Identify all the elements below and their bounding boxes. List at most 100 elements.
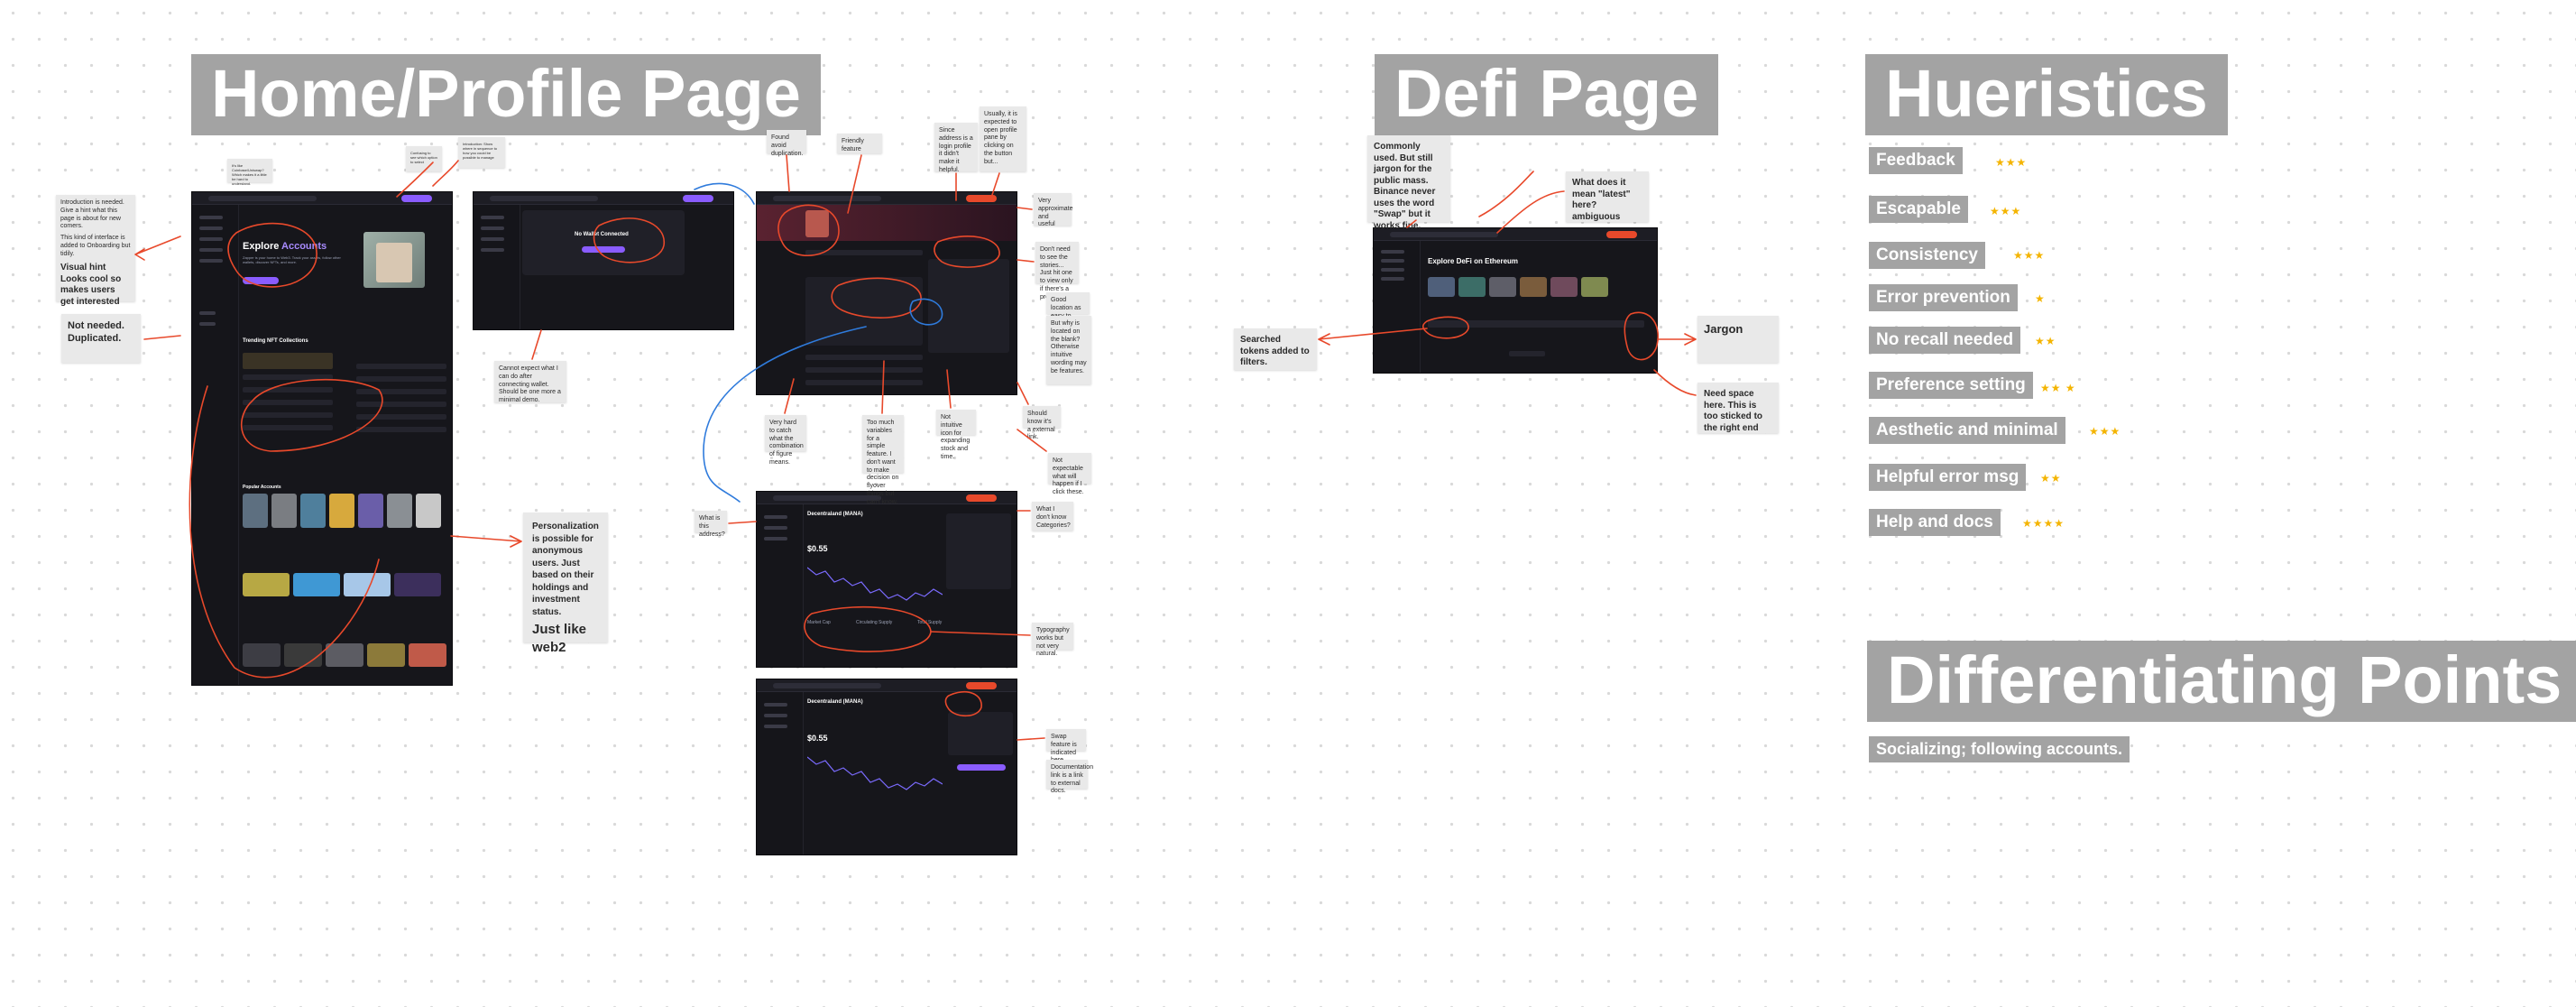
sidebar-item[interactable] [1381,277,1404,281]
protocol-card[interactable] [1581,277,1608,297]
nft-card[interactable] [409,643,446,667]
table-row[interactable] [243,425,333,430]
protocol-card[interactable] [1458,277,1486,297]
nft-card[interactable] [284,643,322,667]
nft-card[interactable] [326,643,363,667]
table-row[interactable] [356,414,446,420]
note-jargon: Jargon [1697,316,1779,363]
table-row[interactable] [356,364,446,369]
account-card[interactable] [300,494,326,528]
sidebar-item[interactable] [199,226,223,230]
swap-panel [946,513,1011,589]
sidebar-item[interactable] [199,237,223,241]
table-row[interactable] [243,353,333,369]
annotation-arrow [1017,737,1045,741]
list-item[interactable] [805,367,923,373]
hero-cta-button[interactable] [243,277,279,284]
sidebar-item[interactable] [199,259,223,263]
account-card[interactable] [416,494,441,528]
tab-row[interactable] [805,250,923,255]
sidebar-item[interactable] [1381,259,1404,263]
table-row[interactable] [356,402,446,407]
heuristic-feedback: Feedback [1869,147,1963,174]
home-explore-screenshot: Explore Accounts Zapper is your home to … [191,191,453,686]
account-card[interactable] [271,494,297,528]
profile-button[interactable] [966,494,997,502]
sidebar-item[interactable] [481,216,504,219]
protocol-card[interactable] [1489,277,1516,297]
swap-confirm-button[interactable] [957,764,1006,771]
search-input[interactable] [773,196,881,201]
nft-card[interactable] [243,643,281,667]
search-input[interactable] [490,196,598,201]
heuristic-aesthetic-minimal: Aesthetic and minimal [1869,417,2065,444]
account-card[interactable] [387,494,412,528]
annotation-arrow [786,154,790,192]
heuristic-error-prevention: Error prevention [1869,284,2018,311]
sidebar-item[interactable] [199,311,216,315]
sidebar-item[interactable] [481,226,504,230]
account-card[interactable] [243,494,268,528]
list-item[interactable] [805,380,923,385]
sidebar-item[interactable] [764,515,787,519]
list-item[interactable] [805,355,923,360]
connect-wallet-button[interactable] [683,195,713,202]
sidebar-item[interactable] [1381,268,1404,272]
profile-button[interactable] [966,195,997,202]
search-input[interactable] [773,683,881,688]
sidebar-item[interactable] [199,216,223,219]
profile-button[interactable] [1606,231,1637,238]
note-address: What is this address? [695,511,727,538]
note-need-space: Need space here. This is too sticked to … [1697,383,1779,433]
sidebar-item[interactable] [199,322,216,326]
portfolio-panel [805,277,923,346]
profile-button[interactable] [966,682,997,689]
sidebar-item[interactable] [764,703,787,707]
note-not-intuitive: Not intuitive icon for expanding stock a… [936,410,976,460]
token-price: $0.55 [807,544,828,553]
protocol-card[interactable] [1550,277,1578,297]
discover-card[interactable] [243,573,290,596]
sidebar-item[interactable] [764,526,787,530]
account-card[interactable] [358,494,383,528]
discover-card[interactable] [344,573,391,596]
sidebar-item[interactable] [764,725,787,728]
heuristic-consistency: Consistency [1869,242,1985,269]
note-dont-need: Don't need to see the stories... Just hi… [1035,242,1079,300]
heuristic-helpful-error-msg-rating: ★★ [2040,472,2062,485]
search-input[interactable] [1390,232,1498,237]
table-row[interactable] [243,387,333,393]
defi-heading: Explore DeFi on Ethereum [1428,257,1519,265]
table-row[interactable] [243,400,333,405]
sidebar-item[interactable] [764,714,787,717]
sidebar-item[interactable] [199,248,223,252]
discover-card[interactable] [293,573,340,596]
connect-wallet-button[interactable] [401,195,432,202]
app-sidebar [1374,241,1421,373]
search-input[interactable] [208,196,317,201]
table-row[interactable] [356,376,446,382]
wallet-connect-screenshot: No Wallet Connected [473,191,734,330]
sidebar-item[interactable] [1381,250,1404,254]
protocol-card[interactable] [1428,277,1455,297]
annotation-arrow [1017,382,1029,405]
wallet-modal: No Wallet Connected [522,210,685,275]
table-row[interactable] [356,427,446,432]
table-row[interactable] [356,389,446,394]
pagination[interactable] [1509,351,1545,356]
table-row[interactable] [243,374,333,380]
account-card[interactable] [329,494,354,528]
nft-card[interactable] [367,643,405,667]
note-web2: Just like web2 [532,622,587,656]
search-input[interactable] [773,495,881,501]
sidebar-item[interactable] [481,248,504,252]
discover-card[interactable] [394,573,441,596]
heuristic-escapable: Escapable [1869,196,1968,223]
table-row[interactable] [243,412,333,418]
filter-row[interactable] [1428,320,1644,328]
sidebar-item[interactable] [764,537,787,540]
sidebar-item[interactable] [481,237,504,241]
wallet-modal-connect-button[interactable] [582,246,625,253]
note-swap-feature: Swap feature is indicated here. [1046,729,1086,763]
protocol-card[interactable] [1520,277,1547,297]
